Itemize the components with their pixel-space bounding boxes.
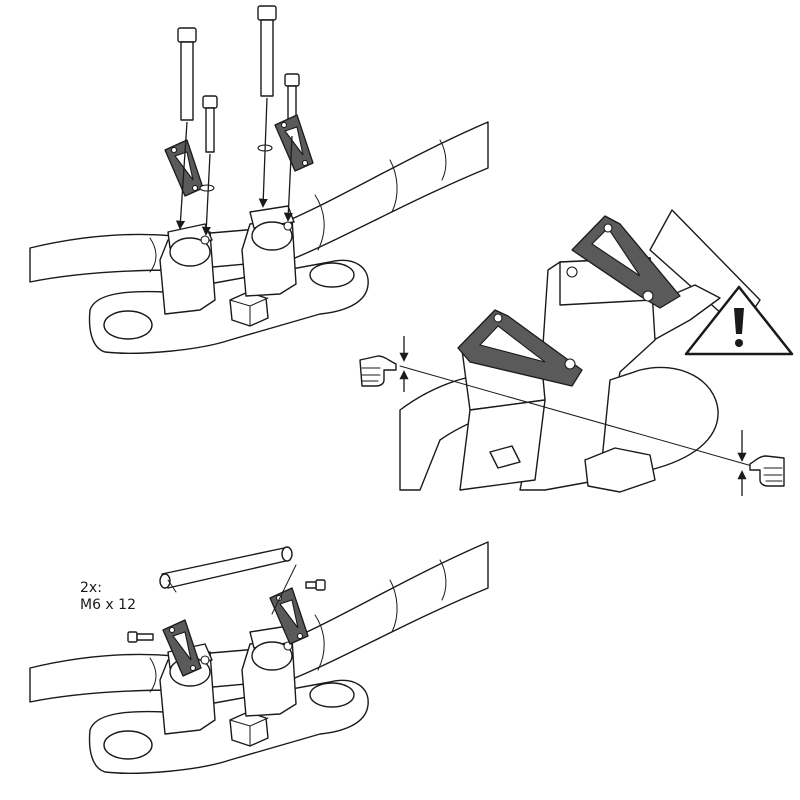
callout-spec: M6 x 12 — [80, 597, 136, 613]
callout-quantity: 2x: — [80, 580, 102, 596]
alignment-detail-view — [359, 209, 794, 496]
fastener-callout: 2x: M6 x 12 — [80, 580, 136, 614]
bolt — [177, 27, 197, 121]
crossbar — [159, 546, 293, 589]
bolt — [127, 631, 154, 643]
bolt — [202, 95, 218, 153]
warning-icon — [684, 285, 794, 356]
hand-pointer-icon — [749, 455, 785, 487]
exploded-view-top — [29, 5, 489, 354]
hand-pointer-icon — [359, 355, 397, 387]
exploded-view-bottom — [29, 541, 489, 774]
bolt — [257, 5, 277, 97]
bracket — [274, 114, 314, 172]
bolt — [305, 579, 326, 591]
